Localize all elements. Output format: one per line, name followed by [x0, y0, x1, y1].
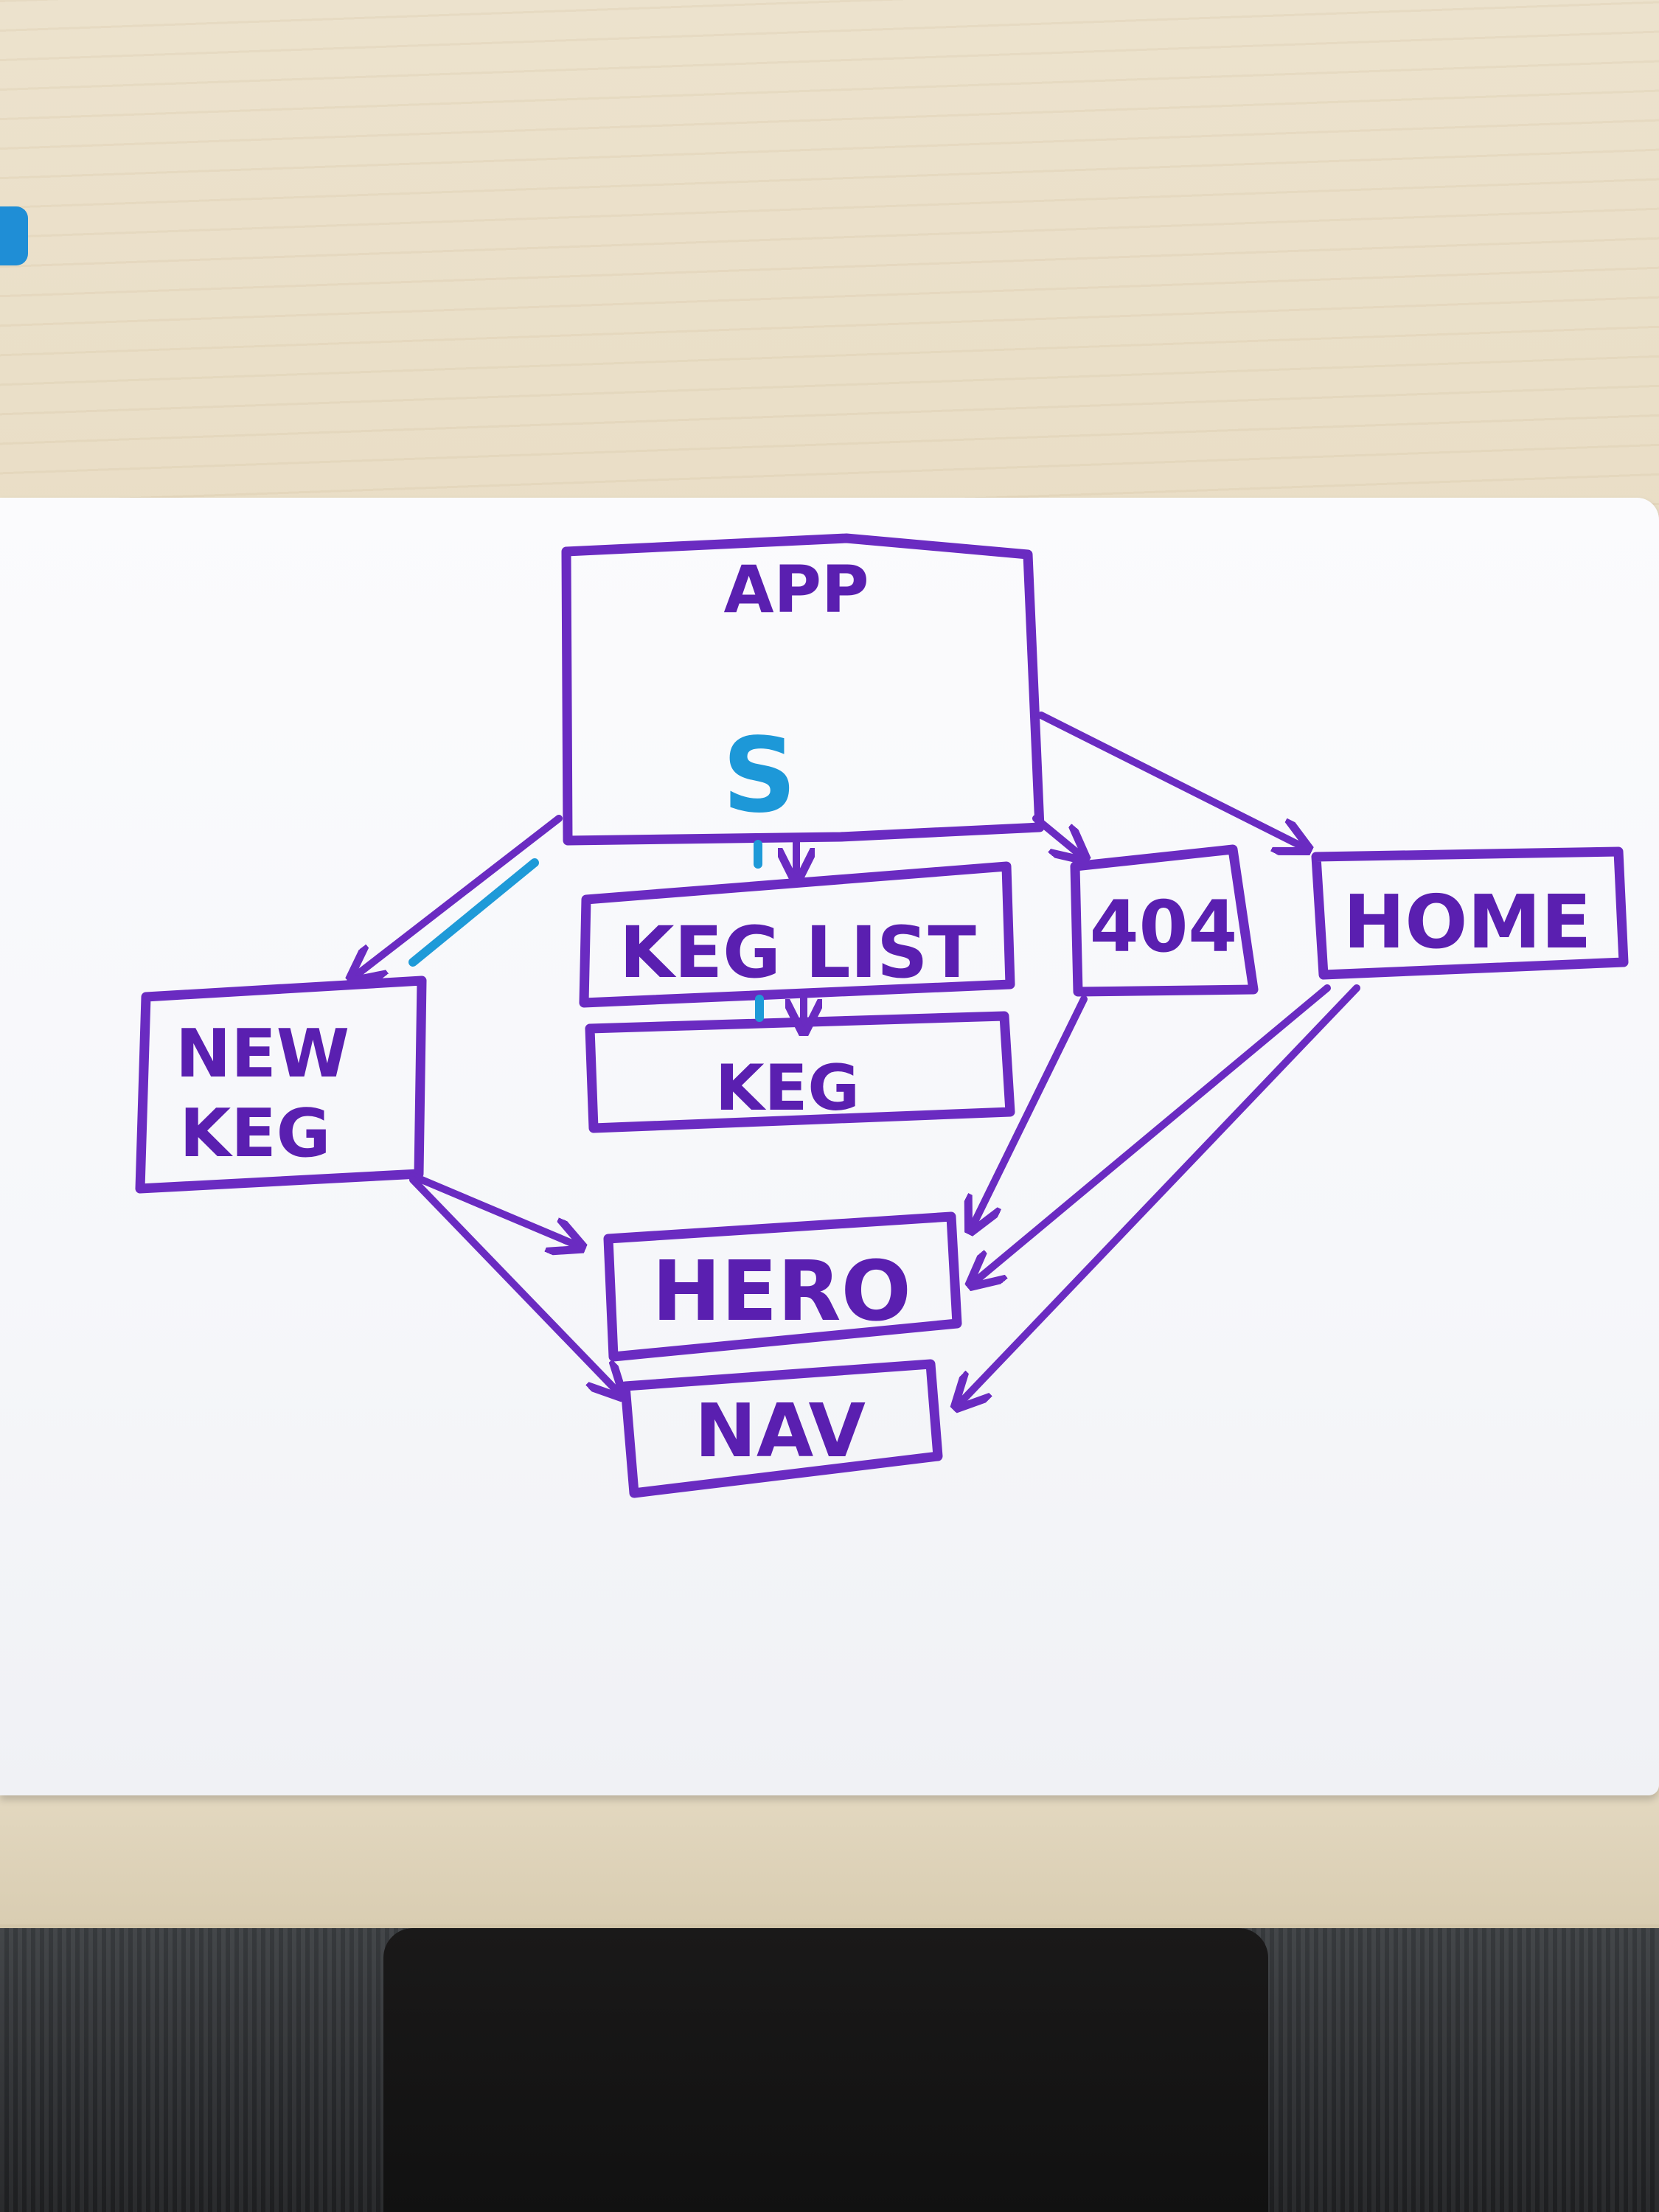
edge-404-to-hero	[972, 995, 1088, 1228]
chair-shadow	[383, 1928, 1268, 2212]
edge-app-to-new-keg	[354, 815, 563, 977]
node-nav-label: NAV	[695, 1388, 866, 1474]
node-app: APP S	[561, 533, 1045, 846]
node-hero-label: HERO	[652, 1244, 911, 1340]
state-marker-s: S	[723, 716, 797, 836]
whiteboard-ledge	[0, 1795, 1659, 1924]
node-keg-list-label: KEG LIST	[619, 911, 976, 994]
edge-new-keg-to-hero	[409, 1172, 579, 1246]
node-keg: KEG	[585, 1011, 1015, 1133]
node-keg-list: KEG LIST	[579, 861, 1015, 1008]
whiteboard	[0, 498, 1659, 1795]
node-new-keg-label-line2: KEG	[179, 1095, 330, 1172]
blue-marker-cap	[0, 206, 28, 265]
node-home: HOME	[1311, 846, 1629, 980]
node-new-keg-label-line1: NEW	[175, 1015, 349, 1093]
edge-app-to-home	[1037, 712, 1305, 848]
node-home-label: HOME	[1343, 879, 1592, 965]
node-hero: HERO	[603, 1211, 962, 1362]
edge-home-to-nav	[959, 984, 1360, 1405]
node-new-keg: NEW KEG	[135, 975, 427, 1194]
node-nav: NAV	[620, 1359, 943, 1498]
node-404: 404	[1070, 844, 1259, 997]
node-keg-label: KEG	[715, 1051, 860, 1125]
node-app-label: APP	[723, 552, 869, 627]
blue-annotation-stroke	[408, 858, 539, 967]
edge-app-to-404	[1032, 815, 1082, 857]
edge-home-to-hero	[973, 984, 1331, 1283]
edge-new-keg-to-nav	[409, 1176, 619, 1394]
node-404-label: 404	[1090, 886, 1237, 968]
